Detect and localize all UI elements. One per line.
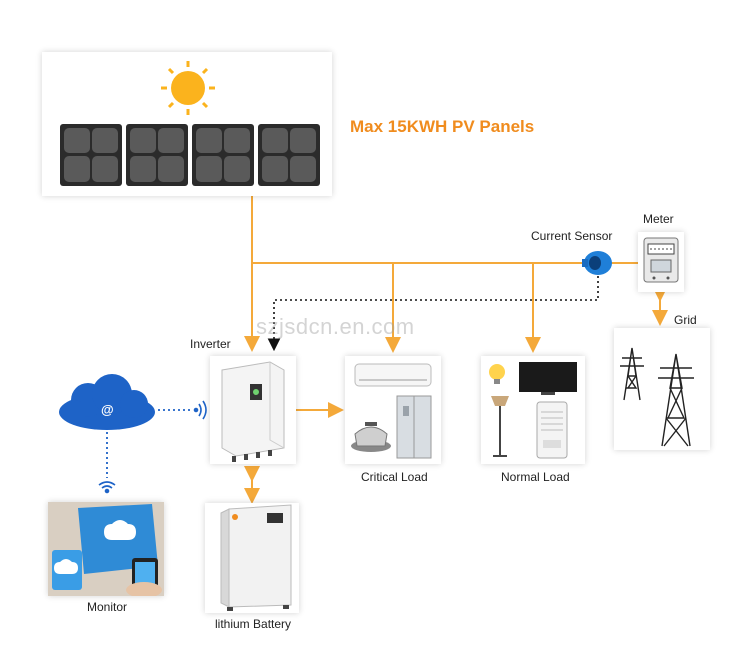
light-bulb-icon [489,364,505,384]
rice-cooker-icon [351,422,391,452]
refrigerator-icon [396,395,432,459]
sensor-signal-line [267,276,599,352]
critical-load-label: Critical Load [361,470,428,484]
meter-label: Meter [643,212,674,226]
normal-appliances-icon [489,362,577,459]
inverter-icon [221,361,285,462]
critical-appliances-icon [351,363,432,459]
meter-box [638,232,684,292]
grid-box [614,328,710,450]
normal-load-label: Normal Load [501,470,570,484]
air-conditioner-icon [354,363,432,387]
sun-icon [161,61,215,115]
power-tower-icon [620,347,694,447]
television-icon [519,362,577,395]
battery-icon [220,504,292,611]
battery-box [205,503,299,613]
current-sensor-label: Current Sensor [531,229,613,243]
normal-load-box [481,356,585,464]
watermark: szjsdcn.en.com [256,314,415,339]
pv-panel-box [42,52,332,196]
grid-label: Grid [674,313,697,327]
critical-load-box [345,356,441,464]
wifi-icon [98,400,207,494]
monitor-box [48,502,164,596]
meter-icon [643,237,679,283]
battery-label: lithium Battery [215,617,292,631]
solar-panels-icon [60,124,320,186]
air-cooler-icon [536,401,568,459]
monitor-photo [48,502,164,596]
diagram-title: Max 15KWH PV Panels [350,117,535,136]
monitor-label: Monitor [87,600,128,614]
inverter-box [210,356,296,464]
cloud-symbol: @ [101,402,114,417]
floor-lamp-icon [491,396,509,457]
inverter-label: Inverter [190,337,231,351]
